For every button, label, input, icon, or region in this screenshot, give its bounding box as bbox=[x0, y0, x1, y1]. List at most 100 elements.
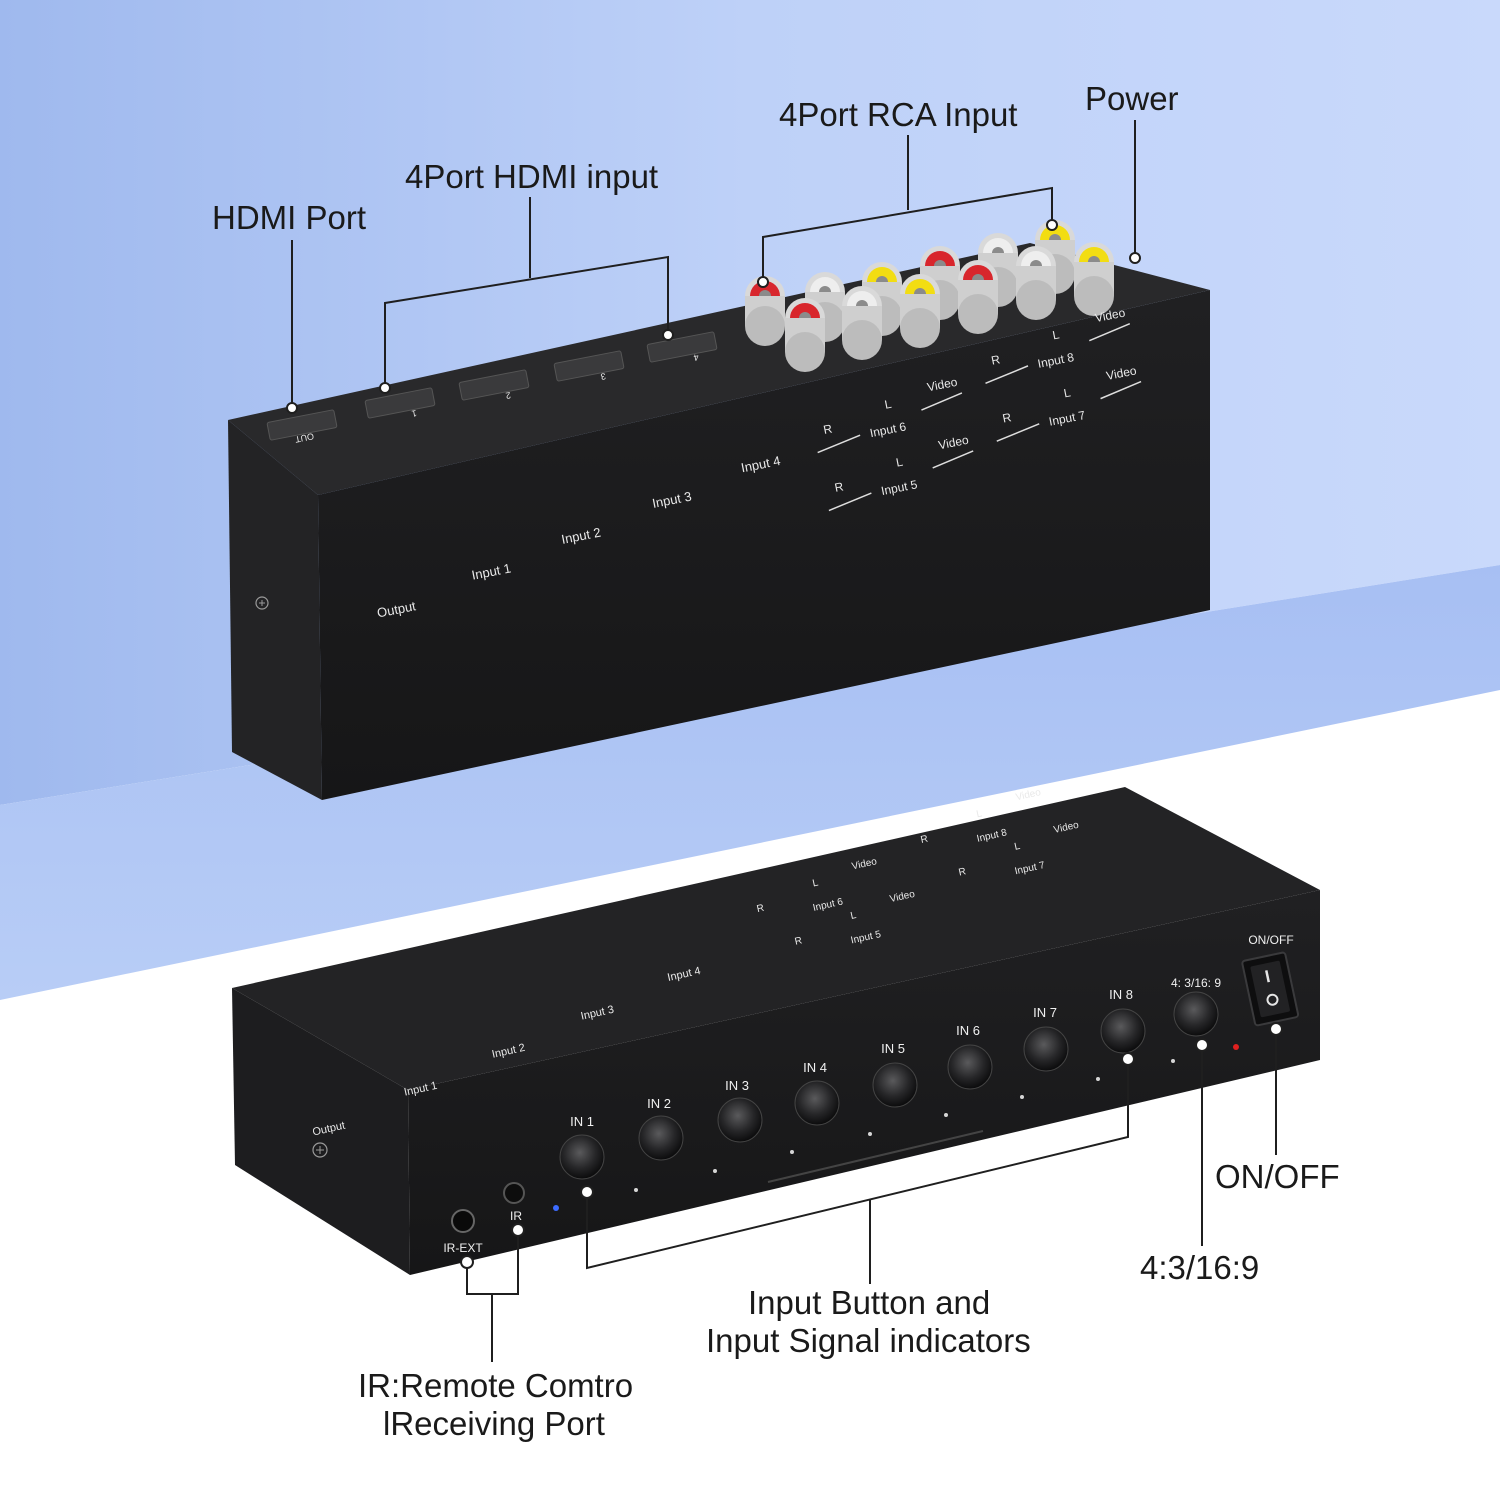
hdmi-input-2-port[interactable] bbox=[458, 369, 530, 401]
ir-ext-label: IR-EXT bbox=[443, 1241, 483, 1255]
in-1-label: IN 1 bbox=[570, 1114, 594, 1129]
hdmi-ports: OUT 1 2 3 4 bbox=[266, 331, 718, 445]
rear-label-input-3: Input 3 bbox=[651, 489, 693, 511]
callout-rca-input: 4Port RCA Input bbox=[779, 96, 1018, 133]
rear-input6-r: R bbox=[822, 421, 834, 436]
callout-line-rca-bracket bbox=[762, 186, 1053, 280]
aspect-button[interactable] bbox=[1173, 991, 1219, 1037]
rear-device: OUT 1 2 3 4 bbox=[228, 220, 1210, 800]
front-top-input8-r: R bbox=[920, 834, 929, 846]
callout-line-hdmi-input-bracket bbox=[384, 255, 669, 385]
rear-panel-labels: Output Input 1 Input 2 Input 3 Input 4 R… bbox=[376, 305, 1142, 620]
in-3-button[interactable] bbox=[717, 1097, 763, 1143]
callout-ir-line2: lReceiving Port bbox=[383, 1405, 605, 1442]
ir-indicator-led bbox=[553, 1205, 559, 1211]
port-label-1: 1 bbox=[411, 408, 418, 419]
callout-ir-line1: IR:Remote Comtro bbox=[358, 1367, 634, 1404]
front-top-input5-video: Video bbox=[889, 889, 917, 905]
front-top-labels: Output Input 1 Input 2 Input 3 Input 4 R… bbox=[311, 787, 1081, 1138]
in-2-button[interactable] bbox=[638, 1115, 684, 1161]
rear-input8-name: Input 8 bbox=[1036, 350, 1075, 371]
panel-divider bbox=[767, 1130, 984, 1183]
rear-input5-name: Input 5 bbox=[880, 477, 919, 498]
rear-input7-l: L bbox=[1063, 385, 1073, 400]
in-7-button[interactable] bbox=[1023, 1026, 1069, 1072]
rear-input6-video: Video bbox=[926, 375, 959, 395]
rear-input5-r: R bbox=[833, 479, 845, 494]
port-label-4: 4 bbox=[693, 352, 700, 363]
button-labels: IN 1 IN 2 IN 3 IN 4 IN 5 IN 6 IN 7 IN 8 … bbox=[443, 933, 1293, 1255]
rear-input7-video: Video bbox=[1105, 363, 1138, 383]
callout-hdmi-input: 4Port HDMI input bbox=[405, 158, 659, 195]
rear-input8-video: Video bbox=[1094, 305, 1127, 325]
front-top-input8-video: Video bbox=[1015, 787, 1043, 803]
rear-label-input-2: Input 2 bbox=[560, 525, 602, 547]
rear-input6-name: Input 6 bbox=[869, 419, 908, 440]
in-1-button[interactable] bbox=[559, 1134, 605, 1180]
in-6-button[interactable] bbox=[947, 1044, 993, 1090]
in-6-label: IN 6 bbox=[956, 1023, 980, 1038]
screw-cross bbox=[316, 1146, 324, 1154]
rear-input5-l: L bbox=[895, 455, 905, 470]
port-label-3: 3 bbox=[600, 371, 607, 382]
rear-input7-line-right bbox=[1100, 380, 1142, 400]
aspect-label: 4: 3/16: 9 bbox=[1171, 976, 1221, 990]
front-top-input7-video: Video bbox=[1053, 820, 1081, 836]
rear-label-input-1: Input 1 bbox=[470, 560, 512, 582]
rear-input8-r: R bbox=[990, 352, 1002, 367]
front-top-input6-r: R bbox=[756, 903, 765, 915]
in-7-label: IN 7 bbox=[1033, 1005, 1057, 1020]
power-switch[interactable] bbox=[1241, 951, 1300, 1027]
callout-line-input-bracket bbox=[586, 1063, 1129, 1270]
front-top-input8-l: L bbox=[975, 808, 983, 820]
hdmi-input-4-port[interactable] bbox=[646, 331, 718, 363]
rear-input7-name: Input 7 bbox=[1048, 408, 1087, 429]
hdmi-out-port[interactable] bbox=[266, 409, 338, 441]
hdmi-input-3-port[interactable] bbox=[553, 350, 625, 382]
callout-aspect: 4:3/16:9 bbox=[1140, 1249, 1260, 1286]
power-off-mark bbox=[1266, 993, 1279, 1006]
callout-power: Power bbox=[1085, 80, 1179, 117]
screw-cross bbox=[259, 600, 265, 606]
callout-lines bbox=[291, 120, 1277, 1362]
indicator-leds bbox=[634, 1059, 1175, 1192]
switch-label: ON/OFF bbox=[1248, 933, 1293, 947]
port-label-2: 2 bbox=[505, 390, 512, 401]
front-device-top-face bbox=[232, 787, 1320, 1090]
in-8-button[interactable] bbox=[1100, 1008, 1146, 1054]
ir-ext-jack[interactable] bbox=[451, 1209, 475, 1233]
front-device: Output Input 1 Input 2 Input 3 Input 4 R… bbox=[232, 787, 1320, 1275]
front-top-input5-r: R bbox=[794, 935, 803, 947]
callout-endpoints bbox=[286, 219, 1283, 1269]
port-label-out: OUT bbox=[294, 431, 315, 445]
in-4-button[interactable] bbox=[794, 1080, 840, 1126]
rear-input8-line-left bbox=[985, 365, 1029, 384]
front-top-input6-video: Video bbox=[851, 856, 879, 872]
front-top-input5-l: L bbox=[849, 910, 857, 922]
rear-input5-video: Video bbox=[937, 433, 970, 453]
hdmi-input-1-port[interactable] bbox=[364, 387, 436, 419]
in-4-label: IN 4 bbox=[803, 1060, 827, 1075]
front-device-panel bbox=[408, 890, 1320, 1275]
rear-input6-l: L bbox=[883, 397, 893, 412]
input-buttons bbox=[559, 991, 1219, 1180]
rca-jacks bbox=[745, 220, 1114, 372]
screw-icon bbox=[312, 1142, 328, 1158]
callout-hdmi-port: HDMI Port bbox=[212, 199, 367, 236]
rear-input6-line-left bbox=[817, 434, 861, 454]
front-top-input6-l: L bbox=[812, 877, 820, 889]
callout-input-buttons-line2: Input Signal indicators bbox=[706, 1322, 1031, 1359]
rear-device-side bbox=[228, 420, 322, 800]
in-5-label: IN 5 bbox=[881, 1041, 905, 1056]
rear-input8-line-right bbox=[1089, 322, 1131, 342]
in-8-label: IN 8 bbox=[1109, 987, 1133, 1002]
in-5-button[interactable] bbox=[872, 1062, 918, 1108]
rear-label-output: Output bbox=[376, 598, 418, 620]
callout-input-buttons-line1: Input Button and bbox=[748, 1284, 991, 1321]
ir-label: IR bbox=[510, 1209, 522, 1223]
rear-input8-l: L bbox=[1051, 327, 1061, 342]
rear-input5-line-left bbox=[828, 492, 872, 512]
ir-receiver-port[interactable] bbox=[503, 1182, 525, 1204]
